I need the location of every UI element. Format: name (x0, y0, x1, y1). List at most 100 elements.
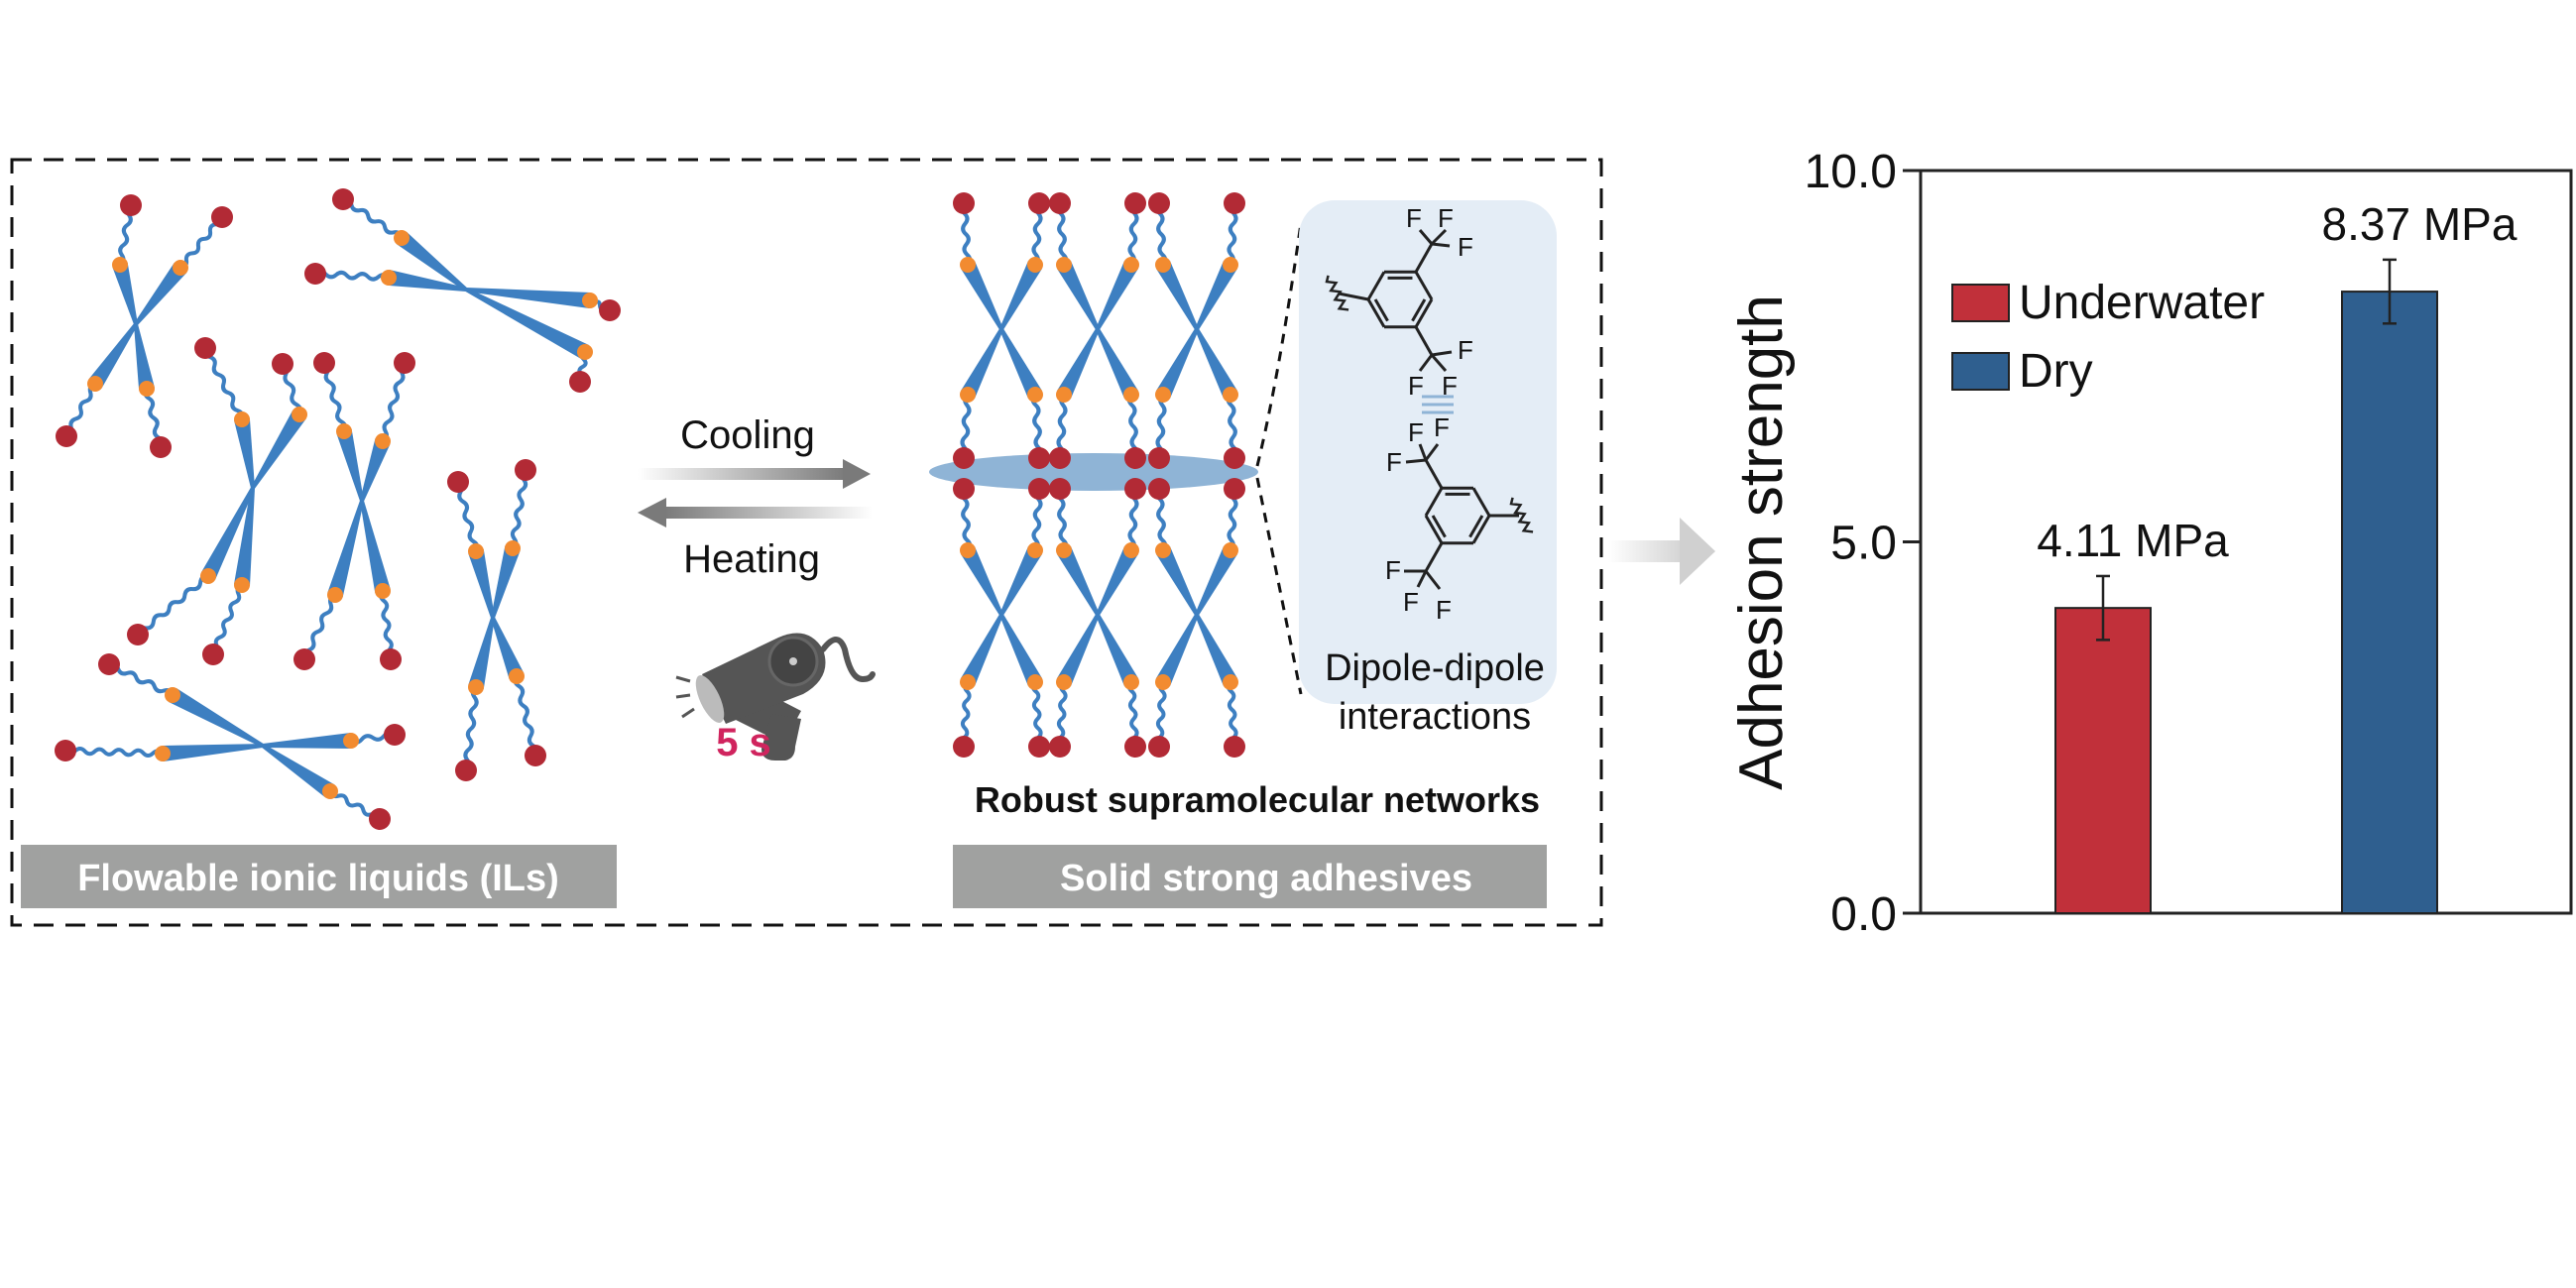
linker-node (577, 344, 593, 360)
rigid-segment (999, 261, 1043, 330)
linker-node (139, 381, 155, 397)
ring-bond (1424, 515, 1444, 544)
linker-node (1223, 387, 1238, 403)
rigid-segment (336, 429, 364, 502)
rigid-segment (999, 328, 1043, 399)
ionic-head (1049, 192, 1071, 214)
transition-arrows: Cooling Heating (638, 413, 873, 581)
star-molecule (447, 459, 546, 781)
ionic-head (1124, 736, 1146, 758)
legend-label: Underwater (2019, 277, 2265, 329)
rigid-segment (88, 322, 138, 389)
flexible-chain (513, 674, 539, 758)
flexible-chain (136, 573, 209, 636)
linker-node (1123, 542, 1139, 558)
ring-bond (1414, 271, 1434, 300)
ionic-head (98, 653, 120, 675)
linker-node (1027, 257, 1043, 273)
heating-duration-label: 5 s (716, 721, 771, 764)
linker-node (1056, 674, 1072, 690)
ionic-head (1224, 192, 1245, 214)
rigid-segment (1096, 261, 1139, 330)
linker-node (343, 733, 359, 749)
ionic-head (1049, 478, 1071, 500)
linker-node (375, 433, 391, 449)
y-axis-label: Adhesion strength (1727, 294, 1796, 790)
legend-swatch (1951, 352, 2010, 391)
ionic-head (953, 736, 975, 758)
bond (1431, 350, 1453, 357)
left-panel-label: Flowable ionic liquids (ILs) (21, 845, 617, 908)
rigid-segment (1195, 546, 1238, 616)
rigid-segment (960, 328, 1003, 399)
zoom-line-top (1255, 222, 1303, 467)
ionic-head (1028, 736, 1050, 758)
fluorine-atom-label: F (1442, 371, 1458, 401)
fluorine-atom-label: F (1386, 447, 1402, 477)
flexible-chain (301, 593, 336, 660)
ionic-head (447, 471, 469, 493)
linker-node (87, 376, 103, 392)
attachment-point (1325, 275, 1349, 311)
ionic-head (1224, 736, 1245, 758)
linker-node (394, 230, 410, 246)
ionic-head (1148, 192, 1170, 214)
rigid-segment (134, 323, 155, 391)
rigid-segment (1155, 546, 1199, 616)
data-label: 4.11 MPa (2037, 515, 2229, 566)
linker-node (173, 260, 188, 276)
benzene-ring (1424, 486, 1491, 545)
star-molecule (1049, 478, 1146, 758)
linker-node (1155, 542, 1171, 558)
ionic-head (211, 206, 233, 228)
ring-double-bond (1373, 298, 1389, 322)
ionic-head (293, 648, 315, 670)
ring-bond (1414, 298, 1434, 328)
rigid-segment (360, 500, 391, 593)
linker-node (582, 293, 598, 308)
star-molecule (953, 192, 1050, 469)
linker-node (509, 668, 525, 684)
bond (1424, 459, 1444, 490)
ionic-head (369, 808, 391, 830)
ionic-head (272, 353, 293, 375)
linker-node (1027, 542, 1043, 558)
ionic-head (1148, 447, 1170, 469)
ionic-head (127, 624, 149, 645)
ionic-head (304, 263, 326, 285)
linker-node (375, 583, 391, 599)
fluorine-atom-label: F (1408, 417, 1424, 447)
flexible-chain (202, 347, 245, 420)
legend-label: Dry (2019, 345, 2093, 398)
flexible-chain (63, 746, 165, 759)
rigid-segment (1096, 546, 1139, 616)
fluorine-atom-label: F (1438, 203, 1454, 233)
linker-node (327, 587, 343, 603)
fluorine-atom-label: F (1458, 335, 1473, 365)
ionic-head (515, 459, 536, 481)
flexible-chain (212, 583, 243, 656)
ring-double-bond (1431, 515, 1447, 538)
flexible-chain (456, 480, 480, 553)
ionic-head (1224, 447, 1245, 469)
bond (1338, 292, 1369, 301)
linker-node (960, 387, 976, 403)
linker-node (1027, 387, 1043, 403)
flexible-chain (463, 685, 479, 772)
ionic-head (394, 352, 415, 374)
ionic-head (56, 425, 77, 447)
bond (1430, 228, 1448, 246)
fluorine-atom-label: F (1408, 371, 1424, 401)
result-arrow (1608, 518, 1715, 585)
linker-node (1155, 674, 1171, 690)
ionic-head (384, 724, 406, 746)
rigid-segment (112, 262, 138, 325)
ring-bond (1471, 487, 1491, 517)
rigid-segment (491, 545, 521, 619)
data-label: 8.37 MPa (2322, 198, 2517, 250)
legend-swatch (1951, 284, 2010, 322)
rigid-segment (1155, 261, 1199, 330)
ring-bond (1366, 271, 1386, 300)
rigid-segment (234, 487, 255, 586)
